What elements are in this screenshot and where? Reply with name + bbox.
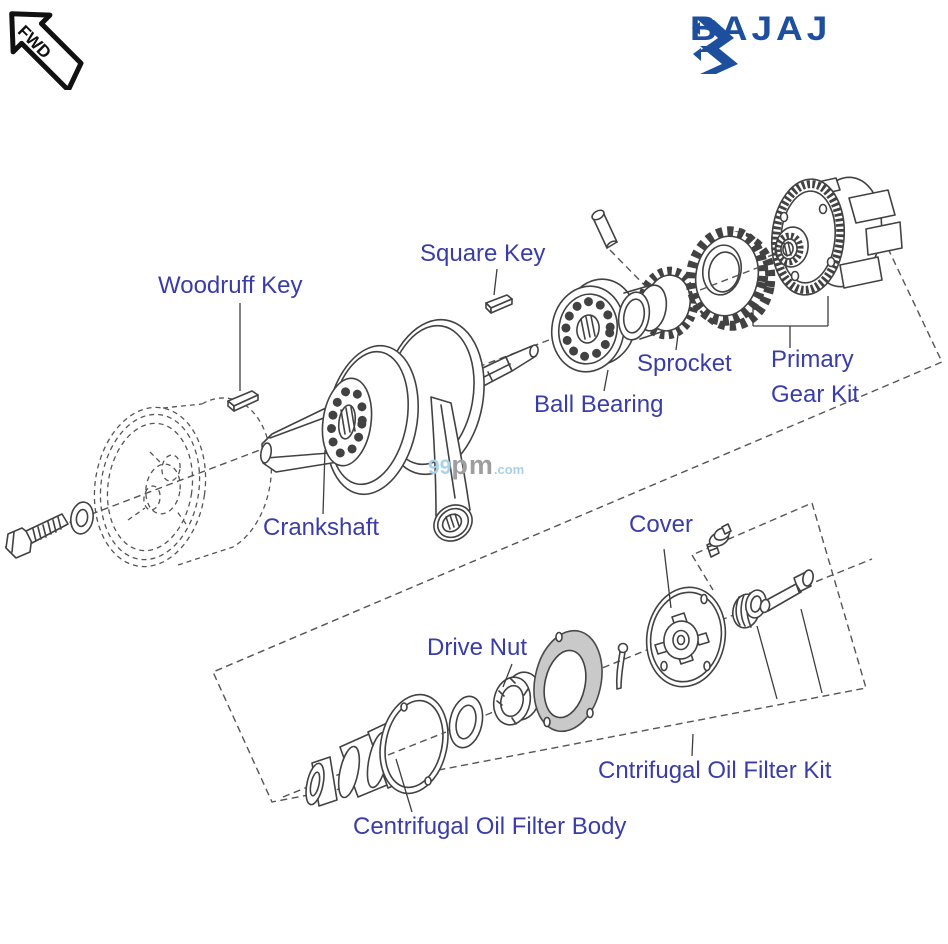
label-square-key: Square Key: [420, 240, 546, 267]
brand-wordmark: BAJAJ: [690, 9, 832, 48]
label-oil-filter-body: Centrifugal Oil Filter Body: [353, 813, 627, 840]
lower-washer: [448, 695, 484, 749]
brand-logo: BAJAJ: [690, 8, 832, 74]
sprocket-part: [617, 266, 699, 341]
cover-part: [645, 586, 727, 688]
label-cover: Cover: [629, 511, 694, 538]
ball-bearing-part: [550, 278, 638, 373]
shoulder-bolt-part: [759, 569, 814, 614]
fwd-direction-icon: FWD: [9, 11, 84, 90]
clutch-basket-part: [699, 176, 903, 296]
bajaj-logomark-icon: [692, 20, 738, 74]
flywheel-ghost: [93, 397, 273, 568]
gasket-part: [533, 629, 603, 733]
cotter-pin-part: [615, 642, 629, 690]
label-drive-nut: Drive Nut: [427, 634, 528, 661]
front-washer: [70, 501, 94, 535]
primary-gear-part: [685, 226, 776, 331]
dowel-pin-part: [591, 209, 618, 249]
label-woodruff-key: Woodruff Key: [158, 272, 303, 299]
oil-filter-body-part: [305, 693, 449, 807]
label-primary-gear-kit-line1: Primary: [771, 346, 854, 373]
round-nut-part: [732, 589, 768, 629]
woodruff-key-part: [227, 390, 259, 412]
label-primary-gear-kit: Primary Gear Kit: [771, 346, 859, 409]
crankshaft-part: [259, 318, 539, 542]
cover-screw-part: [706, 523, 732, 558]
label-sprocket: Sprocket: [637, 350, 732, 377]
square-key-part: [485, 294, 513, 314]
label-primary-gear-kit-line2: Gear Kit: [771, 381, 860, 408]
label-crankshaft: Crankshaft: [263, 514, 380, 541]
leader-lines: [239, 268, 829, 813]
label-oil-filter-kit: Cntrifugal Oil Filter Kit: [598, 757, 832, 784]
flywheel-bolt: [5, 513, 69, 559]
label-ball-bearing: Ball Bearing: [534, 391, 664, 418]
